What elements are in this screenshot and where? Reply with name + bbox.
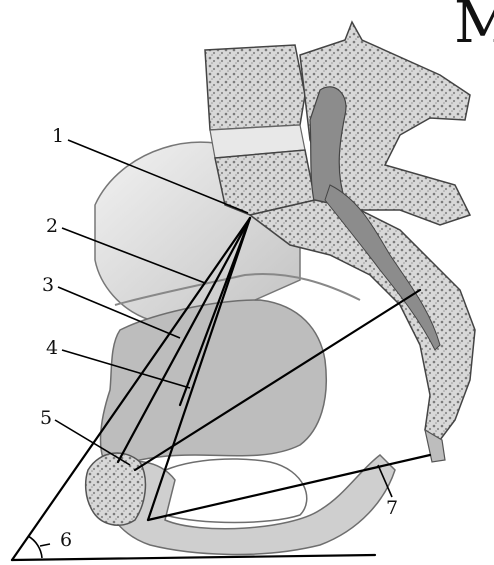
label-3: 3 bbox=[42, 274, 54, 296]
label-4: 4 bbox=[46, 337, 58, 359]
label-2: 2 bbox=[46, 215, 58, 237]
label-1: 1 bbox=[52, 125, 64, 147]
label-7: 7 bbox=[386, 497, 398, 519]
label-5: 5 bbox=[40, 407, 52, 429]
label-6: 6 bbox=[60, 529, 72, 551]
title-fragment: M bbox=[454, 0, 494, 56]
pubic-symphysis bbox=[86, 453, 146, 525]
lumbar-vertebra-upper bbox=[205, 45, 305, 130]
